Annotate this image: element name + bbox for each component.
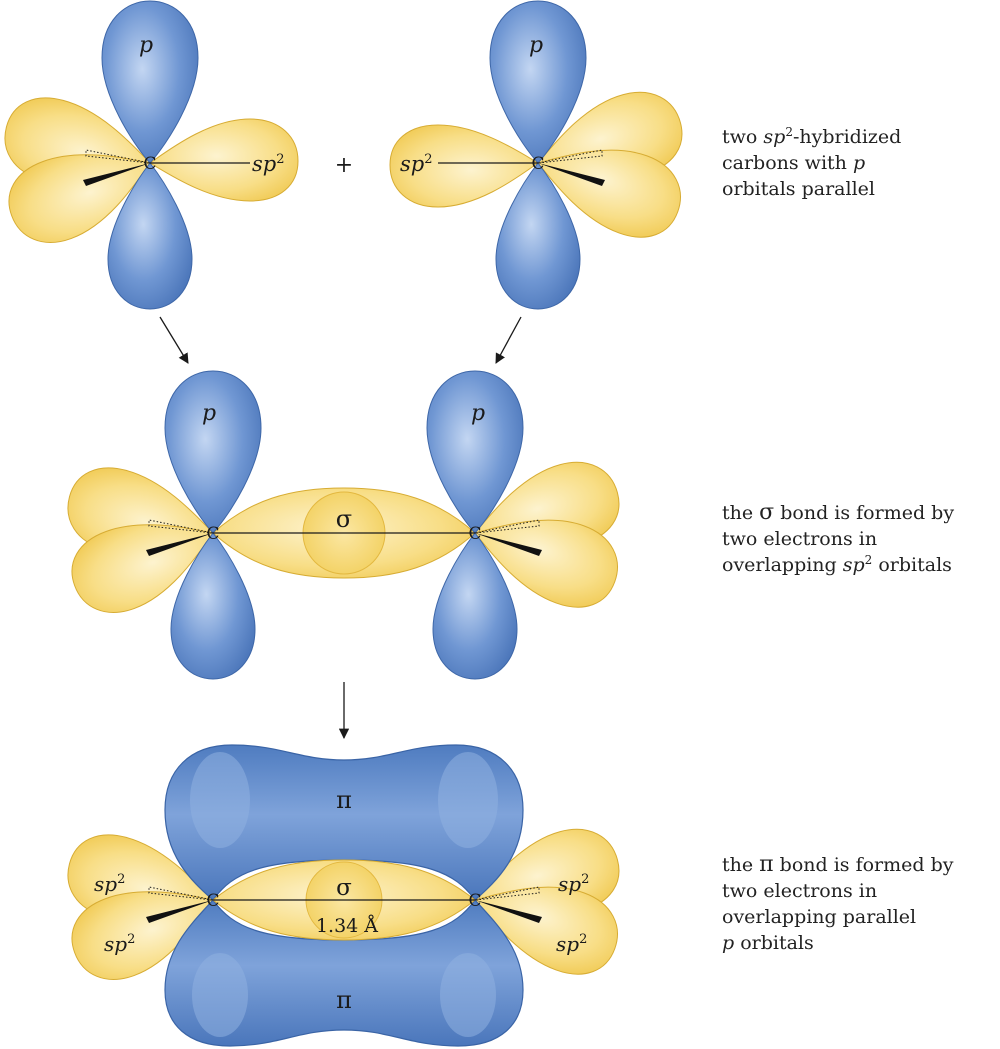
sp2-label-base: sp [104,932,127,956]
bond-length-label: 1.34 Å [316,915,378,937]
carbon-label-left: C [206,891,219,911]
hashed-wedge-left [148,886,214,901]
solid-wedge [538,163,605,186]
sp2-label-exp: 2 [581,872,589,887]
carbon-label-right: C [468,891,481,911]
plus-sign: + [335,153,353,178]
hashed-wedge [537,149,603,164]
sp2-label-upper-right: sp2 [558,872,589,896]
pi-bottom-highlight-left [192,953,248,1037]
sp2-label-upper-left: sp2 [94,872,125,896]
caption-stage3: the π bond is formed by two electrons in… [722,852,954,956]
caption-line: the σ bond is formed by [722,500,954,526]
stage1-right-atom: C p sp2 [389,0,693,310]
sp2-label: sp2 [252,152,285,176]
pi-label-bottom: π [336,986,352,1014]
reaction-arrow-right [495,316,522,364]
pi-symbol: π [759,852,774,877]
pi-top-highlight-right [438,752,498,848]
caption-stage1: two sp2-hybridized carbons with p orbita… [722,124,901,202]
caption-text: overlapping [722,554,843,576]
caption-line: carbons with p [722,150,901,176]
solid-wedge-right [475,900,542,923]
caption-text: carbons with [722,152,853,174]
reaction-arrow-left [159,316,189,364]
sp2-label-base: sp [94,872,117,896]
caption-italic: p [852,152,866,174]
sigma-symbol: σ [759,500,775,525]
sp2-label: sp2 [400,152,433,176]
p-label-left: p [202,401,216,426]
caption-text: orbitals [734,932,814,954]
solid-wedge [83,163,150,186]
caption-line: the π bond is formed by [722,852,954,878]
sp2-label-lower-right: sp2 [556,932,587,956]
p-label-right: p [471,401,485,426]
caption-superscript: 2 [785,125,793,139]
sp2-label-exp: 2 [424,152,432,167]
caption-text: bond is formed by [773,854,954,876]
stage3-pi-bond: C C π π σ 1.34 Å sp2 sp2 sp2 sp2 [58,744,630,1047]
solid-wedge-right [475,533,542,556]
solid-wedge-left [146,900,213,923]
sp2-label-base: sp [558,872,581,896]
p-label: p [139,33,153,58]
caption-stage2: the σ bond is formed by two electrons in… [722,500,954,578]
caption-text: orbitals [872,554,952,576]
pi-orbital-bottom [164,899,524,1047]
caption-text: two [722,126,764,148]
sigma-label: σ [336,875,352,901]
stage1-left-atom: C p sp2 [0,0,299,310]
caption-line: two sp2-hybridized [722,124,901,150]
caption-italic: p [722,932,735,954]
sp2-label-lower-left: sp2 [104,932,135,956]
solid-wedge-left [146,533,213,556]
caption-text: bond is formed by [774,502,955,524]
sp2-label-base: sp [556,932,579,956]
caption-text: -hybridized [792,126,902,148]
carbon-label: C [143,154,156,174]
sp2-label-exp: 2 [579,932,587,947]
caption-italic: sp [842,554,865,576]
sp2-label-exp: 2 [117,872,125,887]
caption-italic: sp [763,126,786,148]
caption-line: two electrons in [722,880,878,902]
sp2-label-exp: 2 [276,152,284,167]
caption-line: p orbitals [722,930,954,956]
hashed-wedge-left [148,519,214,534]
pi-label-top: π [336,786,352,814]
pi-top-highlight-left [190,752,250,848]
hashed-wedge-right [474,886,540,901]
p-label: p [529,33,543,58]
caption-line: overlapping sp2 orbitals [722,552,954,578]
caption-text: the [722,502,760,524]
sp2-label-base: sp [252,152,276,176]
hashed-wedge-right [474,519,540,534]
caption-line: overlapping parallel [722,906,917,928]
sp2-label-exp: 2 [127,932,135,947]
sigma-label: σ [336,505,352,533]
caption-superscript: 2 [864,553,873,567]
carbon-label-right: C [468,524,481,544]
carbon-label-left: C [206,524,219,544]
carbon-label: C [531,154,544,174]
caption-line: two electrons in [722,528,878,550]
pi-bottom-highlight-right [440,953,496,1037]
stage2-sigma-bond: C C p p σ [58,370,630,680]
caption-text: the [722,854,760,876]
sp2-label-base: sp [400,152,424,176]
hashed-wedge [85,149,151,164]
pi-orbital-top [164,744,524,901]
caption-line: orbitals parallel [722,178,875,200]
